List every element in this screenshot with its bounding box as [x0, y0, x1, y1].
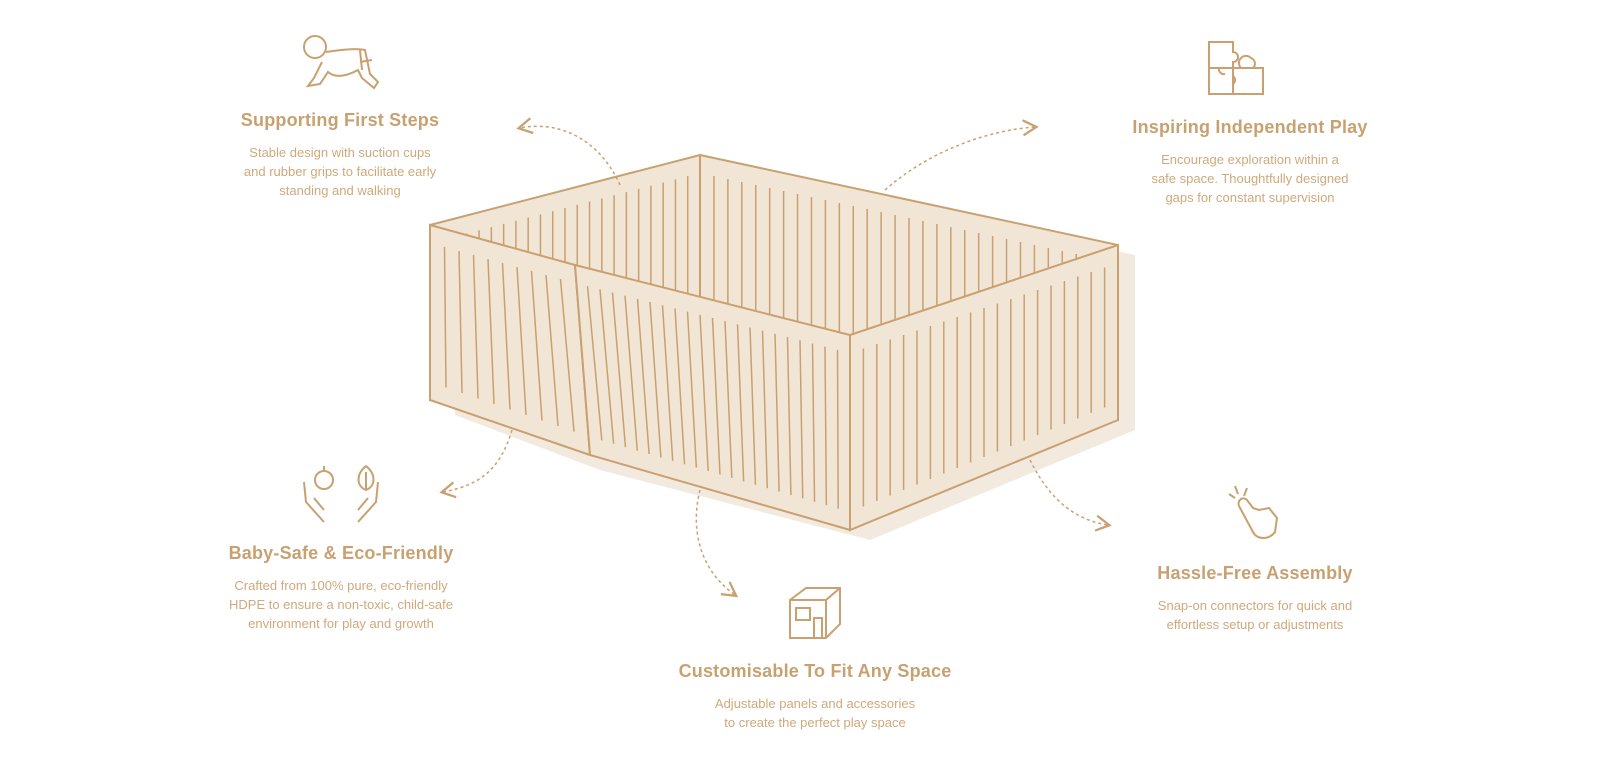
feature-eco-friendly: Baby-Safe & Eco-Friendly Crafted from 10… [196, 543, 486, 633]
feature-independent-play: Inspiring Independent Play Encourage exp… [1100, 117, 1400, 207]
playpen-bar [545, 274, 559, 427]
feature-text: effortless setup or adjustments [1166, 617, 1344, 632]
playpen-bar [443, 246, 447, 388]
playpen-bar [674, 308, 686, 465]
feature-text: Snap-on connectors for quick and [1157, 598, 1353, 613]
feature-text: and rubber grips to facilitate early [243, 164, 437, 179]
room-layout-icon [789, 587, 841, 639]
arrow-customisable [695, 489, 739, 598]
hands-leaf-icon [303, 464, 379, 523]
playpen-bar [516, 266, 527, 416]
playpen-bar [786, 337, 792, 495]
puzzle-icon [1208, 41, 1264, 95]
feature-text: HDPE to ensure a non-toxic, child-safe [229, 597, 453, 612]
playpen-bar [699, 314, 709, 472]
feature-text: Crafted from 100% pure, eco-friendly [234, 578, 448, 593]
feature-text: Adjustable panels and accessories [714, 696, 916, 711]
feature-text: gaps for constant supervision [1165, 190, 1335, 205]
playpen-bar [811, 343, 816, 502]
playpen-bar [559, 278, 575, 432]
playpen-bar [711, 317, 721, 475]
playpen-bar [649, 302, 662, 458]
playpen-bar [586, 286, 603, 441]
arrow-assembly [1029, 459, 1112, 532]
playpen-bar [724, 321, 733, 478]
feature-title: Inspiring Independent Play [1132, 117, 1368, 137]
playpen-bar [761, 330, 769, 489]
playpen-bar [599, 289, 615, 444]
playpen-bar [686, 311, 698, 468]
arrow-independent-play [884, 119, 1039, 191]
feature-text: Encourage exploration within a [1161, 152, 1339, 167]
playpen-bar [501, 262, 511, 410]
arrow-first-steps [516, 117, 621, 186]
playpen-bar [611, 292, 627, 448]
playpen-bar [774, 333, 780, 492]
playpen-bar [824, 346, 828, 506]
feature-customisable: Customisable To Fit Any Space Adjustable… [660, 661, 970, 732]
feature-title: Customisable To Fit Any Space [678, 661, 952, 681]
feature-text: environment for play and growth [248, 616, 434, 631]
playpen-bar [836, 349, 839, 509]
feature-text: standing and walking [279, 183, 401, 198]
playpen-bar [736, 324, 745, 482]
arrow-eco-friendly [439, 429, 513, 499]
feature-text: Stable design with suction cups [249, 145, 431, 160]
playpen-bar [799, 340, 804, 499]
crawling-baby-icon [303, 35, 380, 90]
tap-hand-icon [1228, 485, 1279, 539]
feature-text: to create the perfect play space [724, 715, 906, 730]
feature-title: Supporting First Steps [240, 110, 440, 130]
feature-title: Baby-Safe & Eco-Friendly [228, 543, 454, 563]
playpen-bar [636, 298, 650, 455]
playpen-bar [530, 270, 543, 421]
playpen-bar [624, 295, 639, 451]
feature-assembly: Hassle-Free Assembly Snap-on connectors … [1125, 563, 1385, 634]
feature-title: Hassle-Free Assembly [1157, 563, 1353, 583]
playpen-bar [749, 327, 757, 485]
feature-first-steps: Supporting First Steps Stable design wit… [220, 110, 460, 200]
feature-text: safe space. Thoughtfully designed [1151, 171, 1349, 186]
playpen-bar [458, 250, 463, 394]
playpen-bar [487, 258, 495, 405]
playpen-bar [661, 305, 674, 461]
playpen-bar [472, 254, 479, 399]
